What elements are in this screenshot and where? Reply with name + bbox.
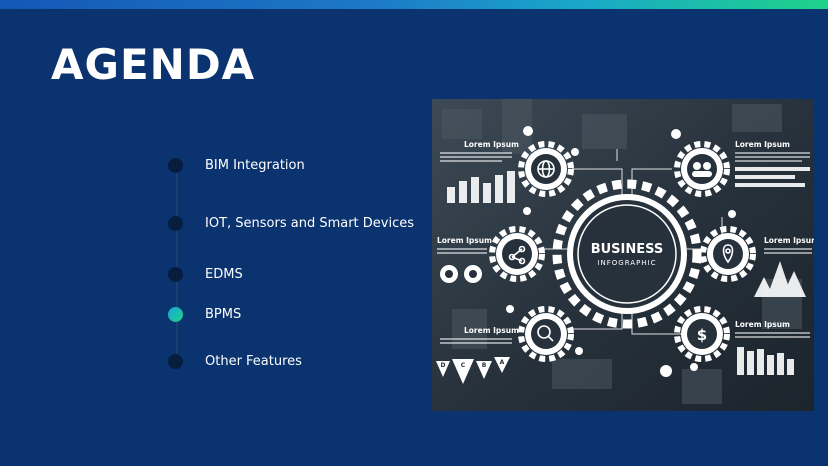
people-icon — [692, 162, 712, 177]
central-gear — [552, 179, 702, 329]
heading-bottom-left: Lorem Ipsum — [464, 326, 519, 335]
agenda-dot — [168, 158, 183, 173]
agenda-dot-active — [168, 307, 183, 322]
agenda-item-label: IOT, Sensors and Smart Devices — [205, 216, 415, 231]
infographic-title: BUSINESS — [591, 242, 664, 257]
agenda-item-label: Other Features — [205, 354, 302, 369]
triangle-letter-d: D — [441, 362, 446, 369]
triangle-letter-b: B — [482, 362, 487, 369]
globe-icon — [537, 160, 555, 178]
infographic-subtitle: INFOGRAPHIC — [597, 259, 656, 267]
dollar-icon: $ — [697, 326, 707, 344]
business-infographic-image: BUSINESS INFOGRAPHIC — [432, 99, 814, 411]
agenda-item-label: BPMS — [205, 307, 242, 322]
agenda-item-label: EDMS — [205, 267, 243, 282]
top-accent-bar — [0, 0, 828, 9]
agenda-dot — [168, 267, 183, 282]
heading-mid-right: Lorem Ipsum — [764, 236, 814, 245]
location-pin-icon — [722, 244, 734, 264]
search-icon — [537, 325, 554, 342]
agenda-dot — [168, 354, 183, 369]
agenda-item-label: BIM Integration — [205, 158, 305, 173]
triangle-letter-c: C — [461, 362, 466, 369]
slide-title: AGENDA — [51, 40, 256, 89]
heading-bottom-right: Lorem Ipsum — [735, 320, 790, 329]
heading-top-left: Lorem Ipsum — [464, 140, 519, 149]
triangle-letter-a: A — [500, 359, 505, 366]
agenda-dot — [168, 216, 183, 231]
heading-top-right: Lorem Ipsum — [735, 140, 790, 149]
agenda-timeline — [176, 166, 178, 362]
share-icon — [508, 245, 526, 265]
heading-mid-left: Lorem Ipsum — [437, 236, 492, 245]
